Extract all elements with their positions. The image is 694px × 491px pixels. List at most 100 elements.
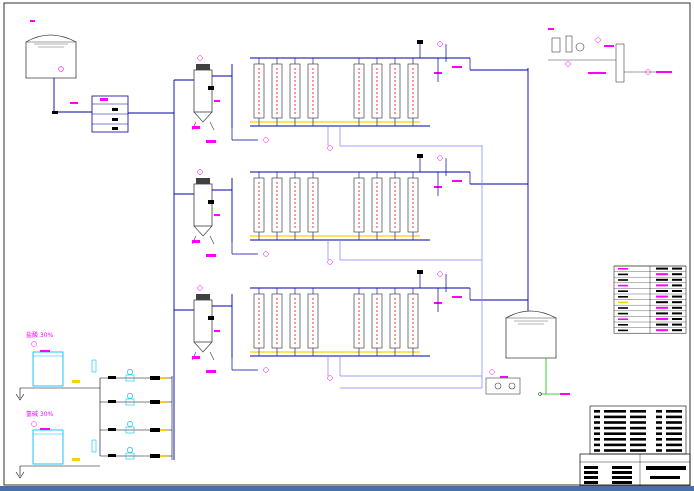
filter-head (196, 64, 210, 70)
product-water-tank (505, 310, 570, 396)
legend-text (656, 278, 668, 281)
legend-text (672, 278, 682, 281)
title-cell (612, 466, 632, 469)
filter-tag-circle (197, 285, 203, 291)
revision-text (630, 449, 646, 452)
title-cell (612, 471, 632, 474)
revision-text (630, 438, 646, 441)
dosing-check-valve (108, 400, 116, 403)
drain-tag (206, 370, 216, 373)
cartridge-filter (193, 183, 213, 227)
revision-number (594, 438, 600, 441)
filter-tag (192, 240, 200, 243)
chemical-tank-alkali (15, 421, 70, 479)
legend-text (656, 284, 668, 287)
dosing-pump (127, 393, 133, 399)
revision-number (594, 449, 600, 452)
drain-tag-circle (263, 367, 269, 373)
legend-symbol (618, 290, 628, 292)
legend-text (672, 301, 682, 304)
revision-number (594, 432, 600, 435)
legend-symbol (618, 284, 628, 287)
sample-tag (327, 375, 333, 381)
revision-text (666, 432, 682, 435)
legend-symbol (618, 268, 628, 270)
revision-text (604, 449, 626, 452)
legend-symbol (618, 301, 628, 304)
revision-text (666, 426, 682, 430)
revision-number (656, 415, 662, 419)
legend-text (672, 318, 682, 320)
dosing-unit-top-right (548, 28, 672, 83)
revision-text (666, 415, 682, 419)
legend-text (672, 295, 682, 298)
legend-symbol (618, 329, 628, 332)
filter-tag-circle (197, 169, 203, 175)
sample-tag (327, 259, 333, 265)
gauge-tag (214, 330, 220, 332)
dosing-valve (150, 454, 160, 458)
chemical-tank-acid (15, 341, 70, 401)
dosing-pump-body (125, 374, 135, 382)
filter-cone (193, 341, 213, 353)
feed-pump-skid (91, 95, 129, 133)
revision-number (594, 410, 600, 413)
filter-train (174, 40, 528, 151)
filter-tag-circle (197, 55, 203, 61)
revision-text (666, 410, 682, 413)
filter-train (174, 154, 528, 265)
legend-text (656, 329, 668, 332)
legend-text (672, 312, 682, 315)
revision-text (630, 410, 646, 413)
alkali-tank-label: 氢碱 30% (26, 411, 54, 418)
dosing-pump (127, 447, 133, 453)
title-block (579, 405, 691, 487)
revision-text (604, 438, 626, 441)
dosing-check-valve (108, 428, 116, 431)
revision-text (604, 443, 626, 447)
legend-text (656, 295, 668, 298)
drain-tag (206, 140, 216, 143)
vent-valve (417, 270, 423, 274)
legend-text (656, 323, 668, 326)
raw-water-tank (25, 20, 77, 79)
legend-symbol (618, 312, 628, 315)
legend-text (656, 301, 668, 304)
tank-tag (30, 20, 35, 22)
filter-tag (192, 356, 200, 359)
filter-cone (193, 111, 213, 123)
revision-text (666, 449, 682, 452)
filter-leg (209, 235, 215, 245)
level-gauge (91, 359, 97, 373)
filter-head (196, 294, 210, 300)
revision-text (604, 410, 626, 413)
title-cell (584, 466, 598, 469)
title-cell (584, 476, 598, 479)
revision-text (604, 432, 626, 435)
acid-tank-label: 盐酸 30% (26, 332, 54, 339)
revision-number (656, 410, 662, 413)
revision-text (604, 415, 626, 419)
legend-text (656, 312, 668, 315)
revision-text (666, 438, 682, 441)
outlet-tag (452, 66, 462, 68)
revision-text (666, 421, 682, 424)
revision-text (630, 443, 646, 447)
dosing-check-valve (108, 454, 116, 457)
revision-text (604, 421, 626, 424)
revision-number (656, 438, 662, 441)
inlet-valve (208, 200, 214, 204)
title-cell (584, 481, 598, 484)
legend-text (672, 267, 682, 270)
filter-leg (209, 351, 215, 361)
instrument-tag (437, 155, 443, 161)
revision-text (604, 426, 626, 430)
revision-number (656, 443, 662, 447)
title-cell (612, 481, 632, 484)
drain-tag-circle (263, 137, 269, 143)
cartridge-filter (193, 299, 213, 343)
dosing-marker (72, 380, 80, 383)
window-bottom-strip (0, 486, 694, 491)
